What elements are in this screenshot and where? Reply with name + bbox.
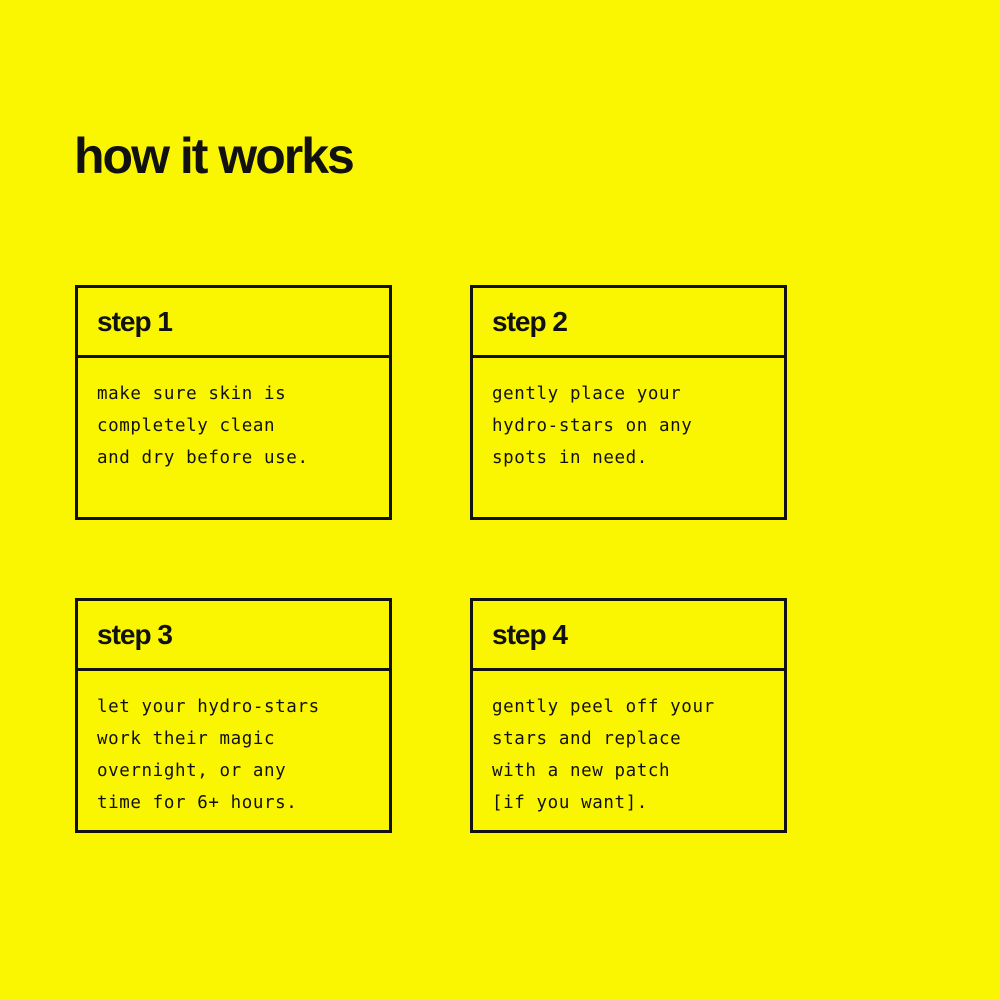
step-card-body-3: let your hydro-stars work their magic ov…: [78, 671, 389, 830]
step-card-2: step 2 gently place your hydro-stars on …: [470, 285, 787, 520]
step-card-body-2: gently place your hydro-stars on any spo…: [473, 358, 784, 517]
step-card-header-1: step 1: [78, 288, 389, 358]
step-card-title-1: step 1: [97, 305, 173, 337]
step-card-text-4: gently peel off your stars and replace w…: [492, 697, 715, 814]
step-card-header-2: step 2: [473, 288, 784, 358]
steps-grid: step 1 make sure skin is completely clea…: [75, 285, 787, 833]
step-card-header-3: step 3: [78, 601, 389, 671]
page-title: how it works: [74, 127, 355, 184]
step-card-title-2: step 2: [492, 305, 568, 337]
step-card-body-1: make sure skin is completely clean and d…: [78, 358, 389, 517]
step-card-body-4: gently peel off your stars and replace w…: [473, 671, 784, 830]
step-card-text-1: make sure skin is completely clean and d…: [97, 384, 309, 469]
step-card-4: step 4 gently peel off your stars and re…: [470, 598, 787, 833]
step-card-3: step 3 let your hydro-stars work their m…: [75, 598, 392, 833]
step-card-title-3: step 3: [97, 618, 173, 650]
step-card-1: step 1 make sure skin is completely clea…: [75, 285, 392, 520]
step-card-text-2: gently place your hydro-stars on any spo…: [492, 384, 693, 469]
step-card-text-3: let your hydro-stars work their magic ov…: [97, 697, 320, 814]
step-card-header-4: step 4: [473, 601, 784, 671]
step-card-title-4: step 4: [492, 618, 568, 650]
